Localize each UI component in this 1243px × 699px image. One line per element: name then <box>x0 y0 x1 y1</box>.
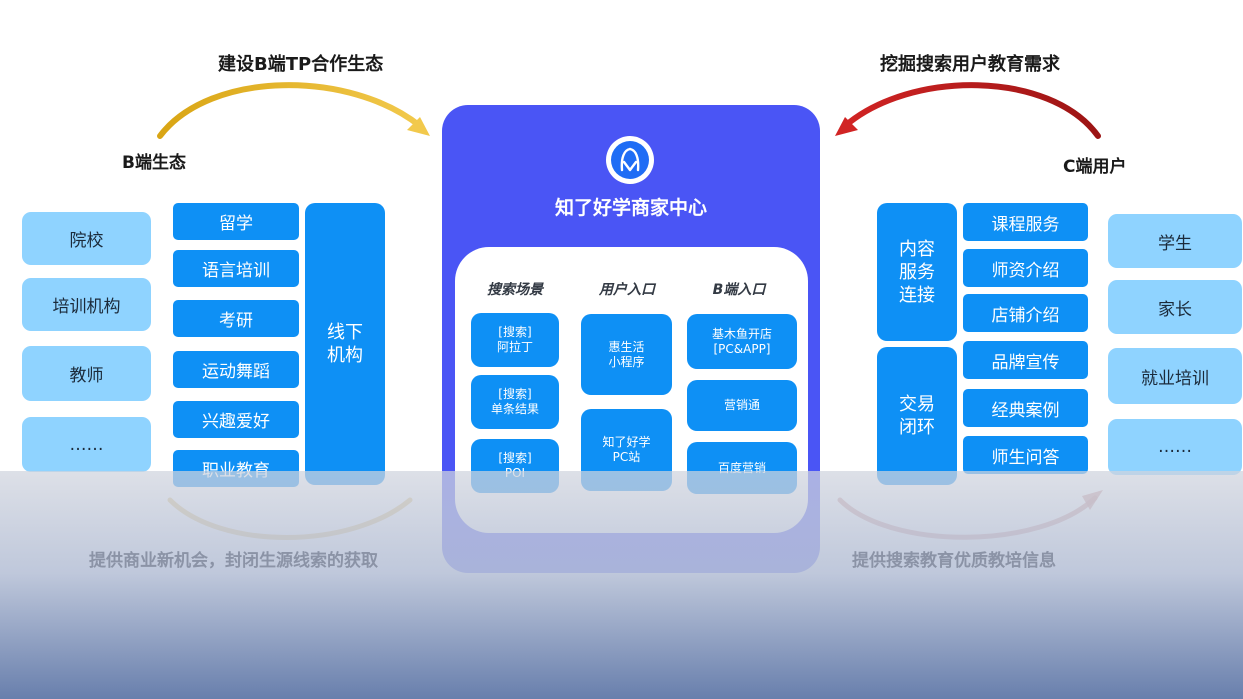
col-head-search: 搜索场景 <box>487 282 543 298</box>
b-ecosystem-label: B端生态 <box>122 153 186 173</box>
right-top-arrow-head <box>835 117 858 136</box>
left-category-3: 运动舞蹈 <box>173 351 299 388</box>
right-service-3: 品牌宣传 <box>963 341 1088 379</box>
right-top-title: 挖掘搜索用户教育需求 <box>880 54 1060 75</box>
right-service-2: 店铺介绍 <box>963 294 1088 332</box>
right-bottom-caption: 提供搜索教育优质教培信息 <box>852 551 1056 571</box>
left-bottom-caption: 提供商业新机会，封闭生源线索的获取 <box>89 551 378 571</box>
right-pill-3: …… <box>1108 419 1242 475</box>
left-category-2: 考研 <box>173 300 299 337</box>
right-pill-1: 家长 <box>1108 280 1242 334</box>
right-service-1: 师资介绍 <box>963 249 1088 287</box>
center-title: 知了好学商家中心 <box>554 197 707 219</box>
left-pill-2: 教师 <box>22 346 151 401</box>
baidu-marketing-button: 百度营销 <box>687 442 797 494</box>
left-pill-3: …… <box>22 417 151 472</box>
search-poi-button: [搜索] POI <box>471 439 559 493</box>
cicada-logo-icon <box>606 136 654 184</box>
left-category-1: 语言培训 <box>173 250 299 287</box>
left-pill-0: 院校 <box>22 212 151 265</box>
jimuyu-store-button: 基木鱼开店 [PC&APP] <box>687 314 797 369</box>
left-top-arrow <box>157 82 423 139</box>
right-service-5: 师生问答 <box>963 436 1088 474</box>
right-service-0: 课程服务 <box>963 203 1088 241</box>
transaction-loop-box: 交易 闭环 <box>877 347 957 485</box>
huishenghuo-miniapp-button: 惠生活 小程序 <box>581 314 672 395</box>
left-top-arrow-head <box>407 117 430 136</box>
col-head-user: 用户入口 <box>599 282 655 298</box>
col-head-b: B端入口 <box>712 282 766 298</box>
left-bottom-arrow <box>167 497 413 540</box>
right-service-4: 经典案例 <box>963 389 1088 427</box>
left-category-4: 兴趣爱好 <box>173 401 299 438</box>
search-single-result-button: [搜索] 单条结果 <box>471 375 559 429</box>
zhiliao-pc-button: 知了好学 PC站 <box>581 409 672 491</box>
yingxiaotong-button: 营销通 <box>687 380 797 431</box>
left-category-0: 留学 <box>173 203 299 240</box>
offline-institution-box: 线下 机构 <box>305 203 385 485</box>
right-pill-2: 就业培训 <box>1108 348 1242 404</box>
content-service-box: 内容 服务 连接 <box>877 203 957 341</box>
search-aladdin-button: [搜索] 阿拉丁 <box>471 313 559 367</box>
right-top-arrow <box>842 82 1101 139</box>
left-category-5: 职业教育 <box>173 450 299 487</box>
right-bottom-arrow <box>837 495 1098 540</box>
c-user-label: C端用户 <box>1063 157 1127 177</box>
left-pill-1: 培训机构 <box>22 278 151 331</box>
right-pill-0: 学生 <box>1108 214 1242 268</box>
left-top-title: 建设B端TP合作生态 <box>218 54 384 75</box>
